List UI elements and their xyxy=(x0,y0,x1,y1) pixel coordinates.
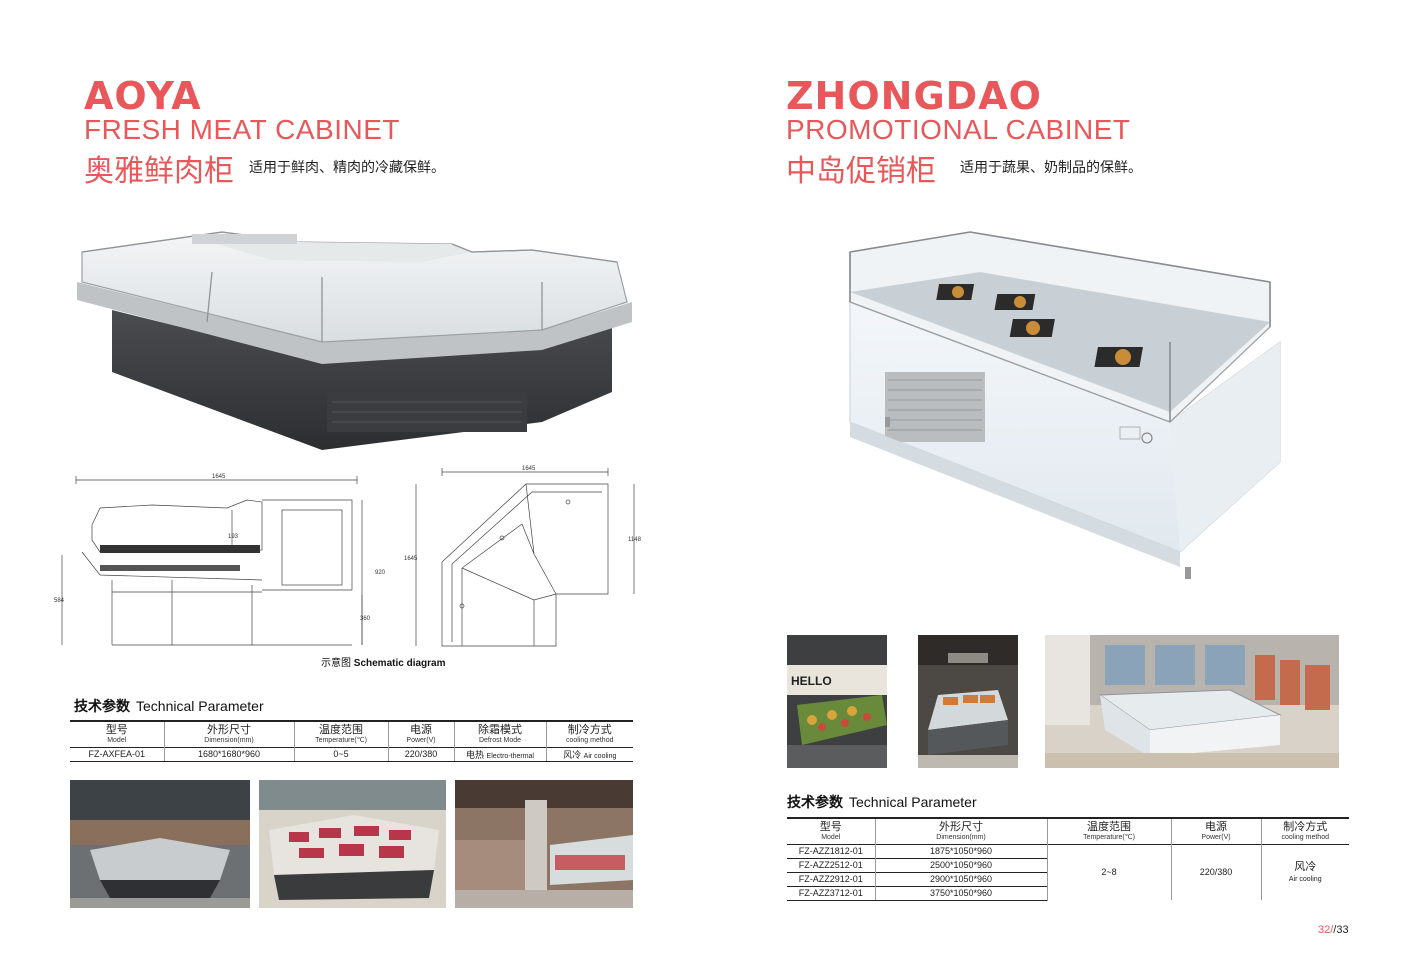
diagram-caption-en: Schematic diagram xyxy=(353,658,446,669)
cell-power: 220/380 xyxy=(387,746,454,762)
cell-model: FZ-AZZ2912-01 xyxy=(787,871,875,886)
diagram-caption-cn: 示意图 xyxy=(321,658,351,669)
table-row: FZ-AZZ1812-01 1875*1050*960 2~8 220/380 … xyxy=(787,843,1349,900)
left-tech-heading: 技术参数 Technical Parameter xyxy=(74,696,264,716)
dim-inner-height: 193 xyxy=(228,534,239,540)
cell-temperature: 2~8 xyxy=(1046,843,1171,900)
table-row: FZ-AZZ2912-01 2900*1050*960 xyxy=(787,871,1349,886)
promotional-cabinet-image xyxy=(840,222,1286,612)
left-brand-title: AOYA xyxy=(84,74,202,118)
dim-side-width: 1645 xyxy=(212,474,226,480)
store-photo-1 xyxy=(70,780,250,908)
store-photo-6 xyxy=(1045,635,1339,768)
cell-model: FZ-AXFEA-01 xyxy=(70,746,164,762)
diagram-caption: 示意图 Schematic diagram xyxy=(321,654,446,669)
left-tech-heading-cn: 技术参数 xyxy=(74,698,130,714)
fresh-meat-cabinet-image xyxy=(72,222,642,454)
table-row: FZ-AXFEA-01 1680*1680*960 0~5 220/380 电热… xyxy=(70,746,633,762)
cell-temperature: 0~5 xyxy=(293,746,388,762)
cell-dimension: 2500*1050*960 xyxy=(874,857,1047,872)
cell-model: FZ-AZZ1812-01 xyxy=(787,843,875,858)
cell-dimension: 3750*1050*960 xyxy=(874,885,1047,901)
top-view-schematic: 1645 1645 1148 xyxy=(402,462,652,652)
side-view-schematic: 1645 193 920 584 360 xyxy=(52,470,402,650)
right-tech-heading-en: Technical Parameter xyxy=(849,794,977,810)
left-cn-description: 适用于鲜肉、精肉的冷藏保鲜。 xyxy=(249,159,445,175)
right-tech-heading-cn: 技术参数 xyxy=(787,794,843,810)
cell-dimension: 1875*1050*960 xyxy=(874,843,1047,858)
dim-base-height: 584 xyxy=(54,598,65,604)
store-photo-4: HELLO xyxy=(787,635,887,768)
dim-top-right: 1148 xyxy=(628,537,642,543)
cell-defrost: 电热 Electro-thermal xyxy=(453,746,546,762)
dim-total-height: 920 xyxy=(375,570,386,576)
dim-top-width: 1645 xyxy=(522,466,536,472)
cell-cooling: 风冷 Air cooling xyxy=(545,746,633,762)
right-cn-title: 中岛促销柜 xyxy=(786,155,936,188)
store-photo-3 xyxy=(455,780,633,908)
right-product-subtitle: PROMOTIONAL CABINET xyxy=(786,114,1131,145)
cell-model: FZ-AZZ3712-01 xyxy=(787,885,875,901)
table-row: FZ-AZZ2512-01 2500*1050*960 xyxy=(787,857,1349,872)
cell-power: 220/380 xyxy=(1170,843,1261,900)
left-cn-title: 奥雅鲜肉柜 xyxy=(84,155,234,188)
page-number-total: /33 xyxy=(1333,924,1349,936)
cell-model: FZ-AZZ2512-01 xyxy=(787,857,875,872)
left-tech-heading-en: Technical Parameter xyxy=(136,698,264,714)
cell-dimension: 1680*1680*960 xyxy=(163,746,294,762)
dim-leg-height: 360 xyxy=(360,616,371,622)
store-sign-hello: HELLO xyxy=(791,674,832,688)
right-cn-description: 适用于蔬果、奶制品的保鲜。 xyxy=(960,159,1142,175)
page-number: 32//33 xyxy=(1318,924,1349,936)
dim-top-depth: 1645 xyxy=(404,556,418,562)
store-photo-2 xyxy=(259,780,446,908)
page-number-current: 32/ xyxy=(1318,924,1334,936)
store-photo-5 xyxy=(918,635,1018,768)
table-row: FZ-AZZ3712-01 3750*1050*960 xyxy=(787,885,1349,901)
right-tech-heading: 技术参数 Technical Parameter xyxy=(787,792,977,812)
left-product-subtitle: FRESH MEAT CABINET xyxy=(84,114,401,145)
cell-dimension: 2900*1050*960 xyxy=(874,871,1047,886)
right-brand-title: ZHONGDAO xyxy=(786,74,1042,118)
